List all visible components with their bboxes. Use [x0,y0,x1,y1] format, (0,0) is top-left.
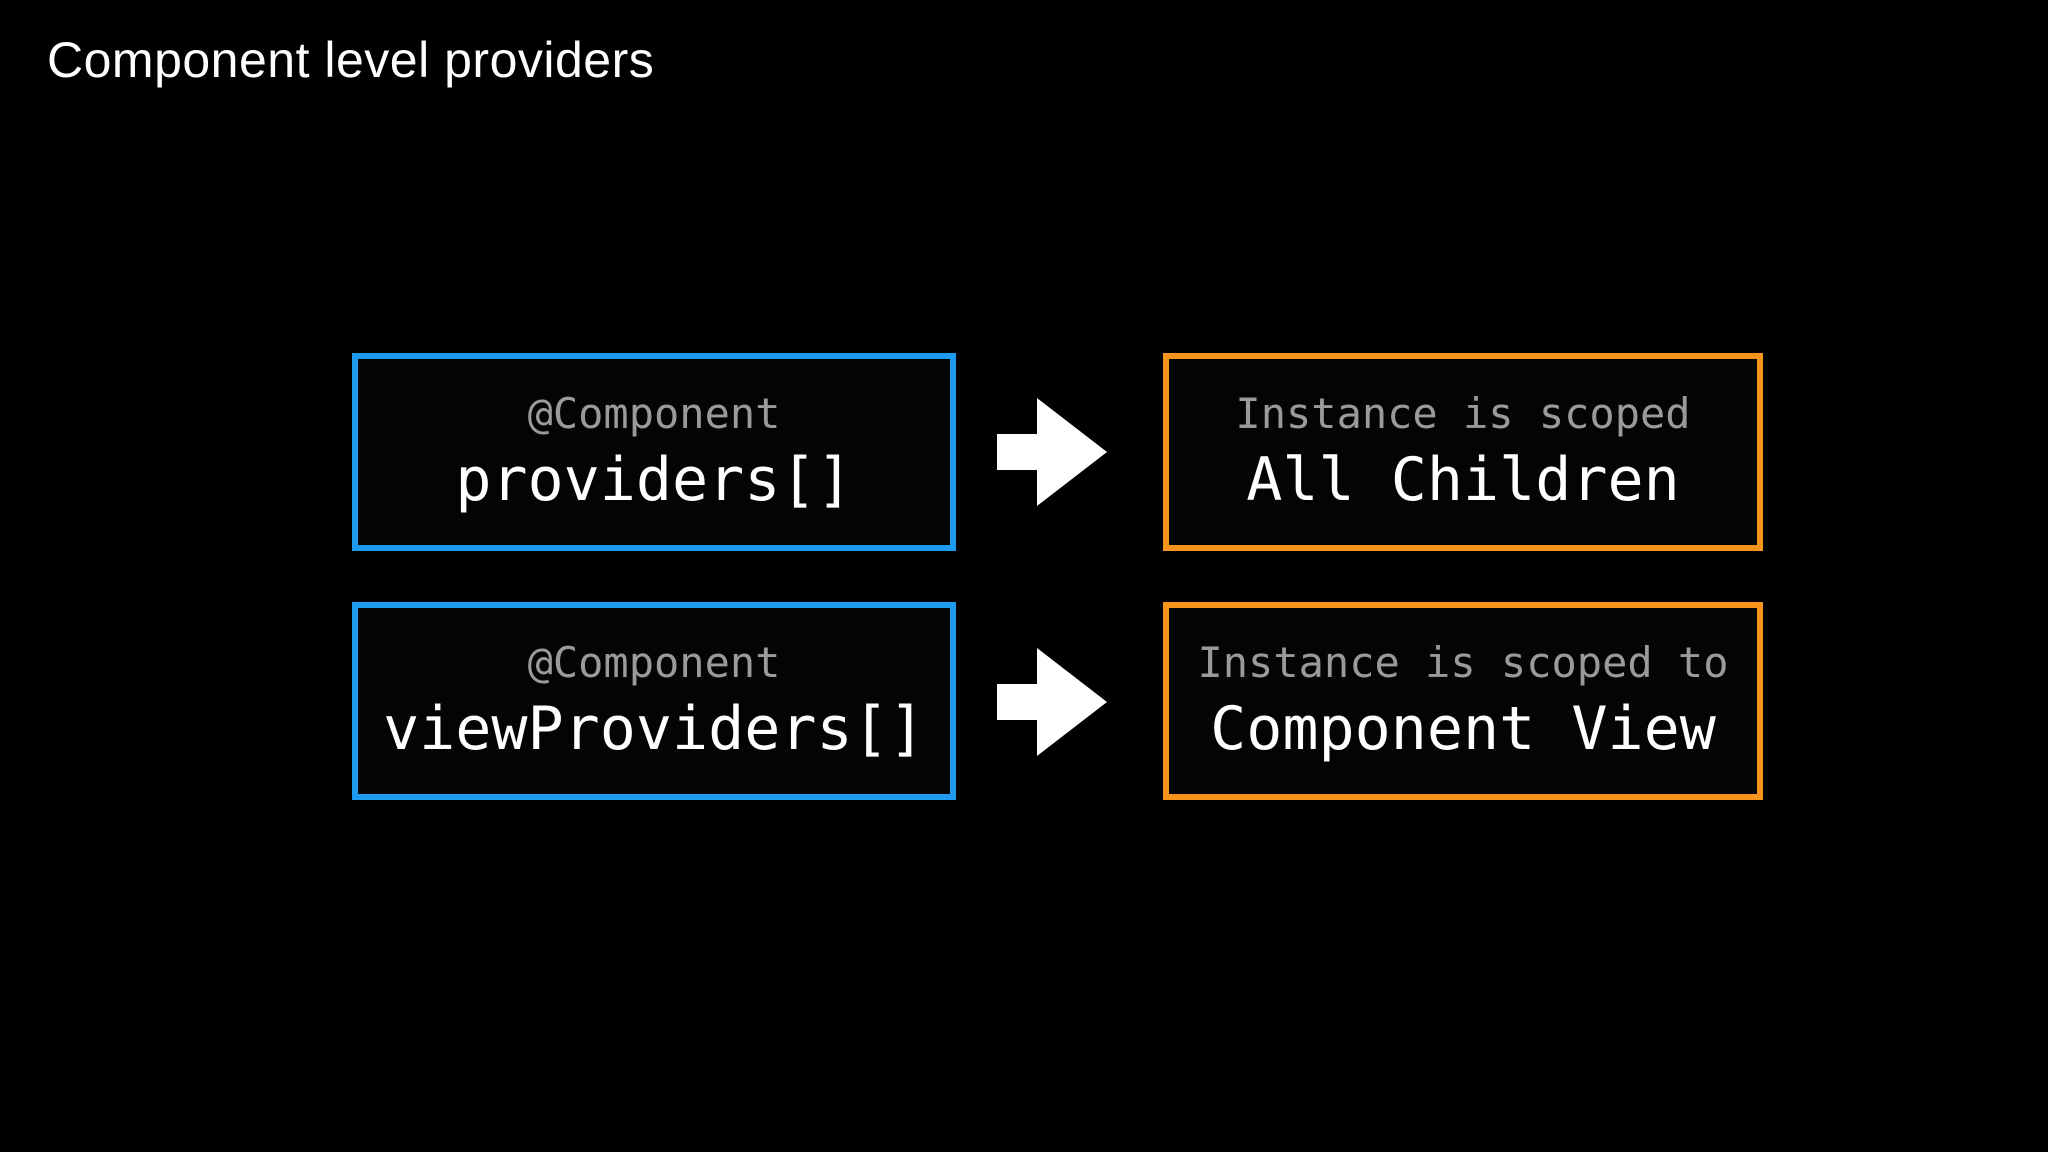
providers-result-box: Instance is scoped All Children [1163,353,1763,551]
scope-annotation-label: Instance is scoped [1235,388,1691,438]
component-decorator-label: @Component [527,388,781,438]
providers-code-label: providers[] [455,445,853,516]
arrow-right-icon [997,398,1107,506]
arrow-right-icon [997,648,1107,756]
page-title: Component level providers [47,32,655,88]
view-providers-result-box: Instance is scoped to Component View [1163,602,1763,800]
view-providers-code-label: viewProviders[] [383,694,925,765]
providers-source-box: @Component providers[] [352,353,956,551]
component-decorator-label: @Component [527,637,781,687]
scope-value-label: Component View [1210,694,1716,765]
scope-value-label: All Children [1246,445,1680,516]
view-providers-source-box: @Component viewProviders[] [352,602,956,800]
scope-annotation-label: Instance is scoped to [1197,637,1729,687]
